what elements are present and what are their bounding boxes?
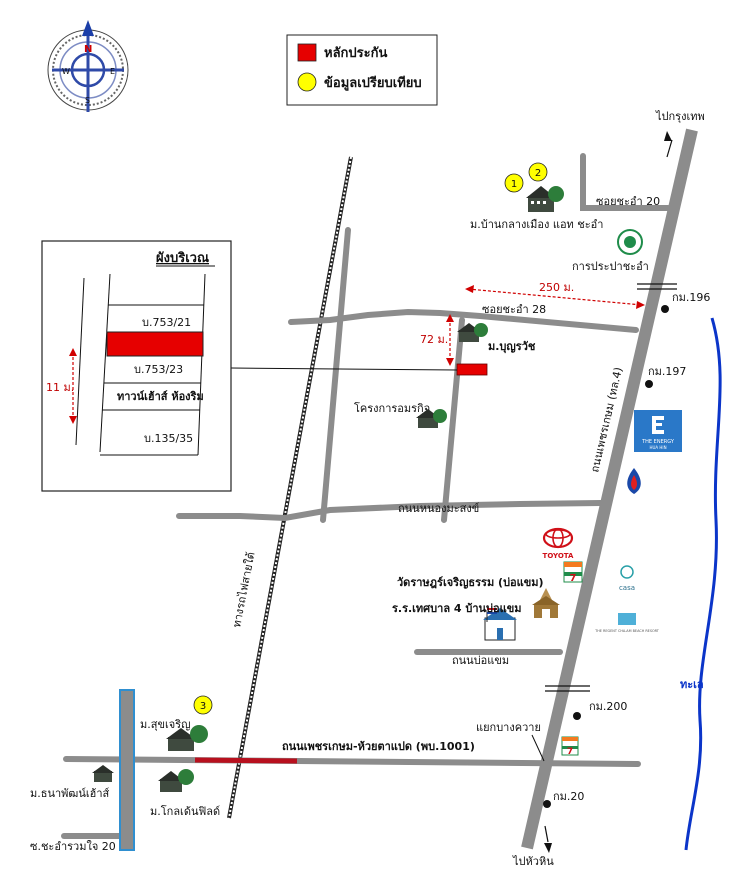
village-icon-golden-field: [158, 769, 194, 792]
inset-plot-bottom: บ.753/23: [134, 363, 183, 376]
village-icon-thanapat: [92, 765, 114, 782]
km197-label: กม.197: [648, 365, 686, 378]
compass-e: E: [110, 67, 115, 76]
svg-text:7: 7: [570, 573, 577, 584]
huai-tapaet-label: ถนนเพชรเกษม-ห้วยตาแปด (พบ.1001): [282, 740, 475, 753]
the-energy-title: THE ENERGY: [641, 439, 675, 445]
suk-charoen-label: ม.สุขเจริญ: [140, 718, 190, 731]
road-soi-ruamjai: [119, 689, 135, 851]
highway-markers: [545, 283, 677, 692]
compass-s: S: [85, 96, 90, 105]
distance-72-label: 72 ม.: [420, 333, 448, 346]
svg-text:casa: casa: [619, 584, 635, 592]
svg-text:1: 1: [511, 179, 517, 190]
local-roads: [61, 153, 671, 839]
soi-ruamjai-label: ซ.ชะอำรวมใจ 20: [30, 840, 116, 853]
comparable-marker-2: 2: [528, 162, 548, 182]
to-huahin-label: ไปหัวหิน: [512, 855, 554, 868]
village-icon-amorakit: [416, 409, 447, 428]
nong-maksong-label: ถนนหนองมะสงข์: [398, 502, 479, 515]
seven-eleven-icon-2: 7: [561, 736, 579, 757]
phetkasem-highway: [521, 128, 698, 850]
inset-title: ผังบริเวณ: [156, 251, 209, 266]
village-icon-suk-charoen: [166, 725, 208, 751]
casa-logo-icon: casa: [619, 565, 635, 592]
pwa-label: การประปาชะอำ: [572, 260, 649, 273]
golden-field-label: ม.โกลเด้นฟิลด์: [150, 804, 220, 818]
collateral-site: [456, 363, 488, 376]
ptt-logo-icon: [627, 468, 641, 494]
thanapat-label: ม.ธนาพัฒน์เฮ้าส์: [30, 787, 110, 800]
school-label: ร.ร.เทศบาล 4 บ้านบ่อแขม: [392, 602, 522, 615]
pwa-logo-icon: [617, 229, 643, 255]
compass-w: W: [62, 67, 70, 76]
railway-label: ทางรถไฟสายใต้: [230, 551, 257, 629]
inset-plot-top: บ.753/21: [142, 316, 191, 329]
km200-marker: [573, 712, 581, 720]
inset-width-label: 11 ม.: [46, 381, 74, 394]
village-icon-boonrawat: [457, 323, 488, 342]
baan-klang-label: ม.บ้านกลางเมือง แอท ชะอำ: [470, 218, 603, 231]
soi-20-label: ซอยชะอำ 20: [596, 195, 660, 208]
km201-label: กม.20: [553, 790, 584, 803]
site-plan-inset: ผังบริเวณ บ.753/21 บ.753/23 ทาวน์เฮ้าส์ …: [41, 240, 232, 492]
km200-label: กม.200: [589, 700, 627, 713]
svg-text:7: 7: [567, 747, 573, 757]
legend-collateral-label: หลักประกัน: [324, 46, 387, 61]
bo-khaem-road-label: ถนนบ่อแขม: [452, 654, 509, 667]
sea-label: ทะเล: [680, 678, 704, 691]
comparable-marker-3: 3: [193, 695, 213, 715]
toyota-label: TOYOTA: [543, 552, 574, 560]
coastline: [684, 317, 722, 851]
seven-eleven-icon-1: 7: [563, 561, 583, 584]
km201-marker: [543, 800, 551, 808]
toyota-logo-icon: TOYOTA: [543, 527, 574, 560]
school-icon: [483, 608, 517, 641]
boonrawat-label: ม.บุญรวัช: [488, 340, 536, 354]
temple-icon: [532, 588, 560, 618]
the-energy-sub: HUA HIN: [649, 445, 666, 450]
legend-comparable-swatch: [297, 72, 317, 92]
legend: หลักประกัน ข้อมูลเปรียบเทียบ: [286, 34, 438, 106]
km196-marker: [661, 305, 669, 313]
km196-label: กม.196: [672, 291, 710, 304]
to-bangkok-label: ไปกรุงเทพ: [655, 110, 705, 123]
km197-marker: [645, 380, 653, 388]
the-energy-logo-icon: THE ENERGY HUA HIN: [634, 410, 682, 452]
road-red-segment: [194, 757, 298, 764]
soi-28-label: ซอยชะอำ 28: [482, 303, 546, 316]
svg-text:THE REGENT CHA-AM BEACH RESORT: THE REGENT CHA-AM BEACH RESORT: [594, 629, 660, 633]
distance-250-line: [467, 288, 643, 306]
compass-rose: N W E S: [47, 20, 129, 112]
wat-label: วัดราษฎร์เจริญธรรม (บ่อแขม): [397, 576, 544, 589]
comparable-marker-1: 1: [504, 173, 524, 193]
compass-n: N: [84, 44, 92, 55]
bang-khwai-label: แยกบางควาย: [476, 721, 541, 734]
inset-plot-last: บ.135/35: [144, 432, 193, 445]
amorakit-label: โครงการอมรกิจ: [354, 401, 430, 415]
legend-comparable-label: ข้อมูลเปรียบเทียบ: [324, 75, 422, 91]
inset-leader-line: [230, 367, 458, 371]
inset-collateral-plot: [106, 331, 204, 357]
regent-logo-icon: THE REGENT CHA-AM BEACH RESORT: [594, 613, 660, 633]
legend-collateral-swatch: [297, 43, 317, 62]
svg-text:3: 3: [200, 701, 206, 712]
distance-250-label: 250 ม.: [539, 281, 574, 294]
inset-townhouse-label: ทาวน์เฮ้าส์ ห้องริม: [117, 390, 204, 403]
svg-text:2: 2: [535, 168, 541, 179]
village-icon-baan-klang: [526, 186, 564, 212]
